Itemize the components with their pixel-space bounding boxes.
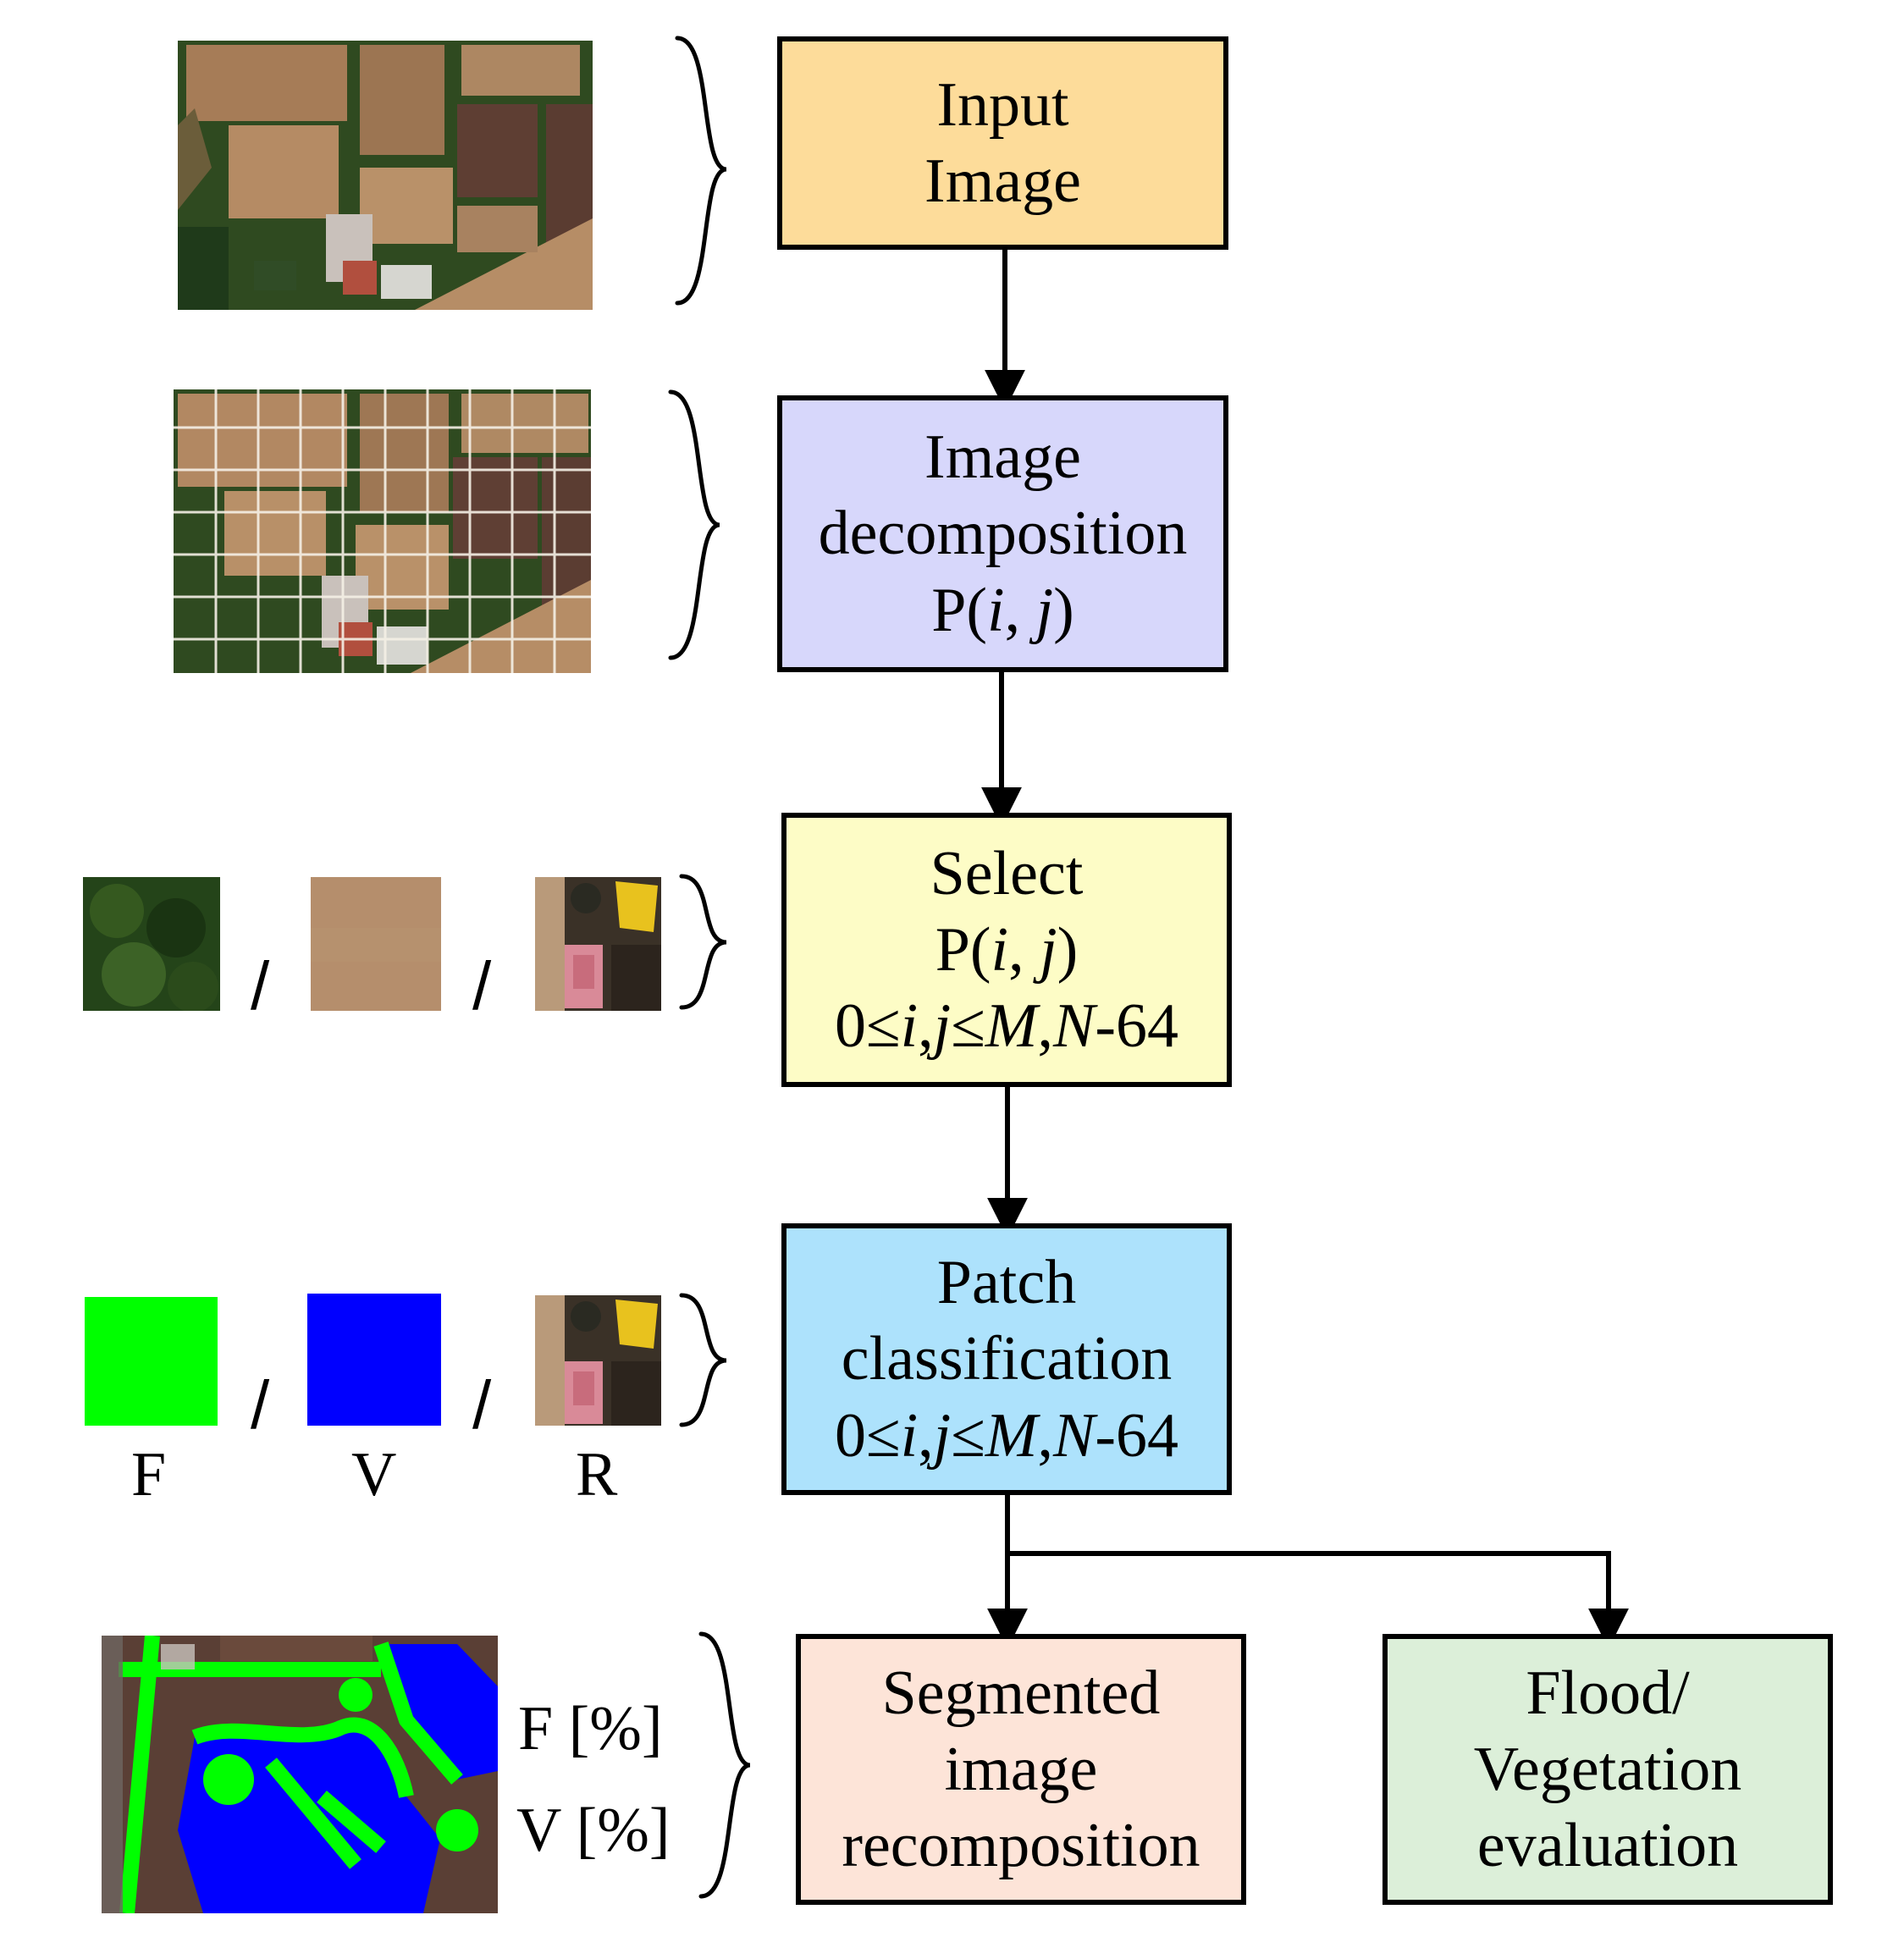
image-decomposition-line-1: Image	[924, 422, 1081, 493]
slash-row3-1: /	[251, 948, 270, 1024]
brace-input	[675, 36, 727, 306]
arrow-classification-to-evaluation	[1007, 1551, 1629, 1649]
input-image-line-1: Input	[936, 69, 1069, 140]
brace-decomposition	[668, 389, 720, 660]
segmented-recomposition-line-2: image	[944, 1734, 1098, 1804]
vegetation-class-patch	[307, 1294, 441, 1426]
vegetation-class-swatch	[307, 1294, 441, 1426]
patch-classification-box: Patch classification 0≤i,j≤M,N-64	[781, 1223, 1232, 1495]
select-box: Select P(i, j) 0≤i,j≤M,N-64	[781, 813, 1232, 1087]
water-patch	[311, 877, 441, 1011]
select-line-3: 0≤i,j≤M,N-64	[834, 991, 1179, 1062]
flood-vegetation-evaluation-line-3: evaluation	[1476, 1811, 1739, 1881]
brace-select	[679, 874, 727, 1010]
patch-classification-line-3: 0≤i,j≤M,N-64	[834, 1400, 1179, 1471]
brace-result	[698, 1631, 751, 1899]
vegetation-patch	[83, 877, 220, 1011]
aerial-grid-photo	[174, 389, 591, 673]
flood-vegetation-evaluation-box: Flood/ Vegetation evaluation	[1382, 1634, 1833, 1905]
flood-vegetation-evaluation-line-2: Vegetation	[1473, 1734, 1742, 1804]
flood-class-swatch	[85, 1297, 218, 1426]
segmented-result-photo	[102, 1636, 498, 1913]
residual-patch	[535, 877, 661, 1011]
residual-class-patch	[535, 1295, 661, 1426]
patch-classification-line-1: Patch	[936, 1248, 1077, 1318]
flood-class-patch	[85, 1297, 218, 1426]
vegetation-class-label: V	[351, 1440, 397, 1509]
image-decomposition-line-3: P(i, j)	[931, 575, 1074, 645]
slash-row4-1: /	[251, 1367, 270, 1443]
residual-class-label: R	[576, 1440, 618, 1509]
patch-classification-line-2: classification	[841, 1324, 1173, 1394]
segmented-recomposition-line-3: recomposition	[842, 1811, 1200, 1881]
flood-class-label: F	[131, 1440, 167, 1509]
segmented-recomposition-box: Segmented image recomposition	[796, 1634, 1246, 1905]
select-line-2: P(i, j)	[935, 914, 1079, 985]
input-image-line-2: Image	[924, 146, 1081, 216]
image-decomposition-line-2: decomposition	[818, 499, 1188, 569]
image-decomposition-box: Image decomposition P(i, j)	[777, 395, 1228, 672]
slash-row4-2: /	[472, 1367, 492, 1443]
vegetation-percent-label: V [%]	[516, 1796, 671, 1865]
aerial-input-photo	[178, 41, 593, 310]
flood-percent-label: F [%]	[518, 1694, 663, 1763]
input-image-box: Input Image	[777, 36, 1228, 250]
select-line-1: Select	[930, 838, 1084, 908]
flood-vegetation-evaluation-line-1: Flood/	[1526, 1658, 1690, 1728]
segmented-recomposition-line-1: Segmented	[881, 1658, 1161, 1728]
brace-classification	[679, 1293, 727, 1427]
slash-row3-2: /	[472, 948, 492, 1024]
